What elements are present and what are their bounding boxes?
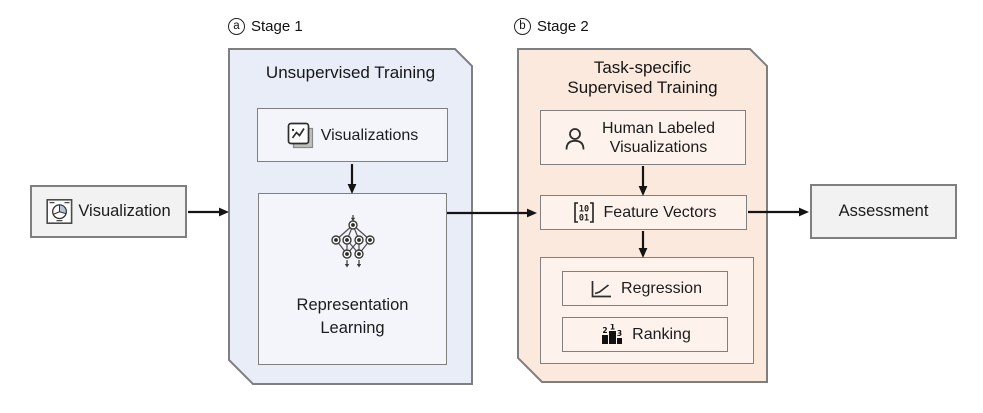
neural-network-icon [330,215,375,268]
visualization-label: Visualization [78,202,171,220]
regression-box: Regression [562,271,728,306]
arrowhead [799,207,809,217]
stage2-label-text: Stage 2 [537,18,589,35]
assessment-output-box: Assessment [810,184,957,239]
stage2-label: b Stage 2 [514,18,589,35]
matrix-row-1: 10 [578,205,588,215]
stage2-circled-b-icon: b [514,18,531,35]
feature-vectors-label: Feature Vectors [603,204,717,221]
ranking-podium-icon: 2 1 3 [602,324,622,344]
ranking-label: Ranking [632,326,691,343]
visualizations-box: Visualizations [257,108,448,162]
visualization-input-box: Visualization [30,185,187,238]
assessment-label: Assessment [838,202,929,220]
matrix-row-2: 01 [578,214,588,224]
stage2-title-line2: Supervised Training [567,78,718,97]
stage1-label-text: Stage 1 [251,18,303,35]
visualizations-label: Visualizations [320,126,419,144]
stage2-title: Task-specific Supervised Training [517,58,768,98]
chart-image-stack-icon [287,122,313,148]
regression-label: Regression [621,280,702,297]
regression-chart-icon [591,280,612,297]
ranking-box: 2 1 3 Ranking [562,317,728,352]
matrix-icon: 10 01 [573,202,594,224]
ranking-number-1: 1 [610,324,615,332]
ranking-number-2: 2 [603,326,608,335]
stage2-title-line1: Task-specific [593,58,692,77]
ranking-number-3: 3 [617,329,622,338]
stage1-title: Unsupervised Training [265,63,436,82]
pie-chart-image-icon [46,198,73,224]
feature-vectors-box: 10 01 Feature Vectors [540,195,747,230]
human-labeled-label: Human Labeled Visualizations [602,119,715,156]
person-icon [565,127,584,150]
stage1-label: a Stage 1 [228,18,303,35]
representation-learning-box: Representation Learning [258,193,447,365]
stage1-circled-a-icon: a [228,18,245,35]
human-labeled-box: Human Labeled Visualizations [540,110,746,165]
representation-learning-label: Representation Learning [296,296,409,337]
